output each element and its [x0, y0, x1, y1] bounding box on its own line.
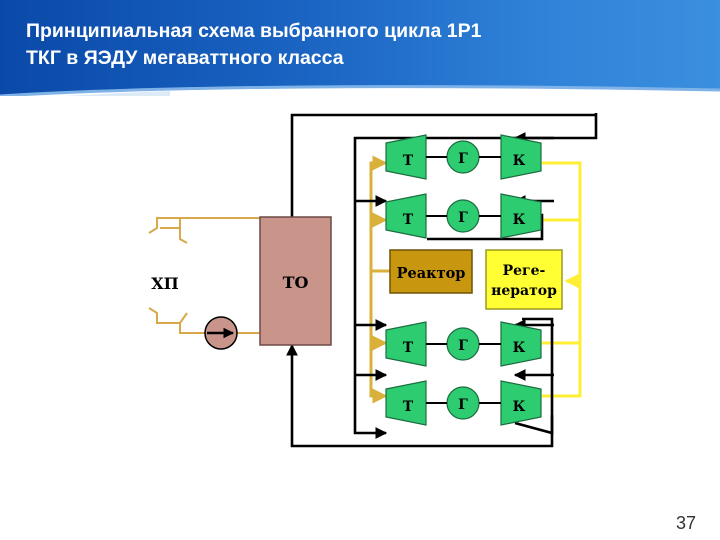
cycle-diagram-svg: ТО ХП Реактор Реге- нератор Т Г К Т Г К [148, 113, 598, 448]
cooler-bottom-right-bracket [179, 312, 188, 324]
compressor-2-label: К [513, 212, 526, 228]
generator-1-label: Г [458, 151, 468, 167]
generator-4-label: Г [458, 397, 468, 413]
heat-exchanger-label: ТО [283, 273, 309, 292]
turbine-2-shape [385, 193, 427, 239]
turbine-1-shape [385, 134, 427, 180]
cooler-bottom-left-bracket [148, 307, 180, 324]
heat-exchanger-block [259, 216, 332, 346]
outer-loop-top-line [353, 113, 598, 439]
compressor-4-label: К [513, 399, 526, 415]
compressor-3-shape [500, 321, 542, 367]
tgk-row-4: Т Г К [385, 380, 542, 426]
compressor-3-label: К [513, 340, 526, 356]
cooler-top-left-bracket [148, 217, 180, 234]
page-number: 37 [675, 513, 696, 533]
reactor-block [389, 249, 473, 294]
turbine-3-shape [385, 321, 427, 367]
turbine-2-label: Т [403, 212, 414, 228]
compressor-1-shape [500, 134, 542, 180]
compressor-2-shape [500, 193, 542, 239]
tgk-row-2: Т Г К [385, 193, 542, 239]
generator-2-label: Г [458, 210, 468, 226]
return-to-heat-exchanger-line [286, 343, 554, 448]
generator-3-label: Г [458, 338, 468, 354]
slide-title: Принципиальная схема выбранного цикла 1Р… [26, 20, 482, 69]
regenerator-label-line2: нератор [491, 283, 557, 299]
slide-header: Принципиальная схема выбранного цикла 1Р… [0, 0, 720, 96]
cycle-diagram: ТО ХП Реактор Реге- нератор Т Г К Т Г К [127, 113, 600, 453]
compressor-4-shape [500, 380, 542, 426]
regenerator-lines [542, 161, 582, 398]
header-swoosh [0, 85, 720, 96]
turbine-3-label: Т [403, 340, 414, 356]
reactor-label: Реактор [397, 265, 466, 282]
turbine-4-label: Т [403, 399, 414, 415]
cooler-top-right-bracket [160, 227, 188, 244]
turbine-4-shape [385, 380, 427, 426]
to-heat-exchanger-line [290, 113, 596, 217]
reactor-to-upper-turbines-line [369, 155, 388, 283]
hot-gas-lines [369, 155, 390, 404]
compressor-1-label: К [513, 153, 526, 169]
tgk-row-1: Т Г К [385, 134, 542, 180]
regenerator-block [485, 249, 563, 310]
turbine-1-label: Т [403, 153, 414, 169]
tgk-row-3: Т Г К [385, 321, 542, 367]
regenerator-label-line1: Реге- [503, 263, 546, 279]
regenerator-out-line [514, 317, 554, 435]
reactor-to-turbines-line [369, 269, 390, 404]
cooler-label: ХП [151, 274, 179, 293]
